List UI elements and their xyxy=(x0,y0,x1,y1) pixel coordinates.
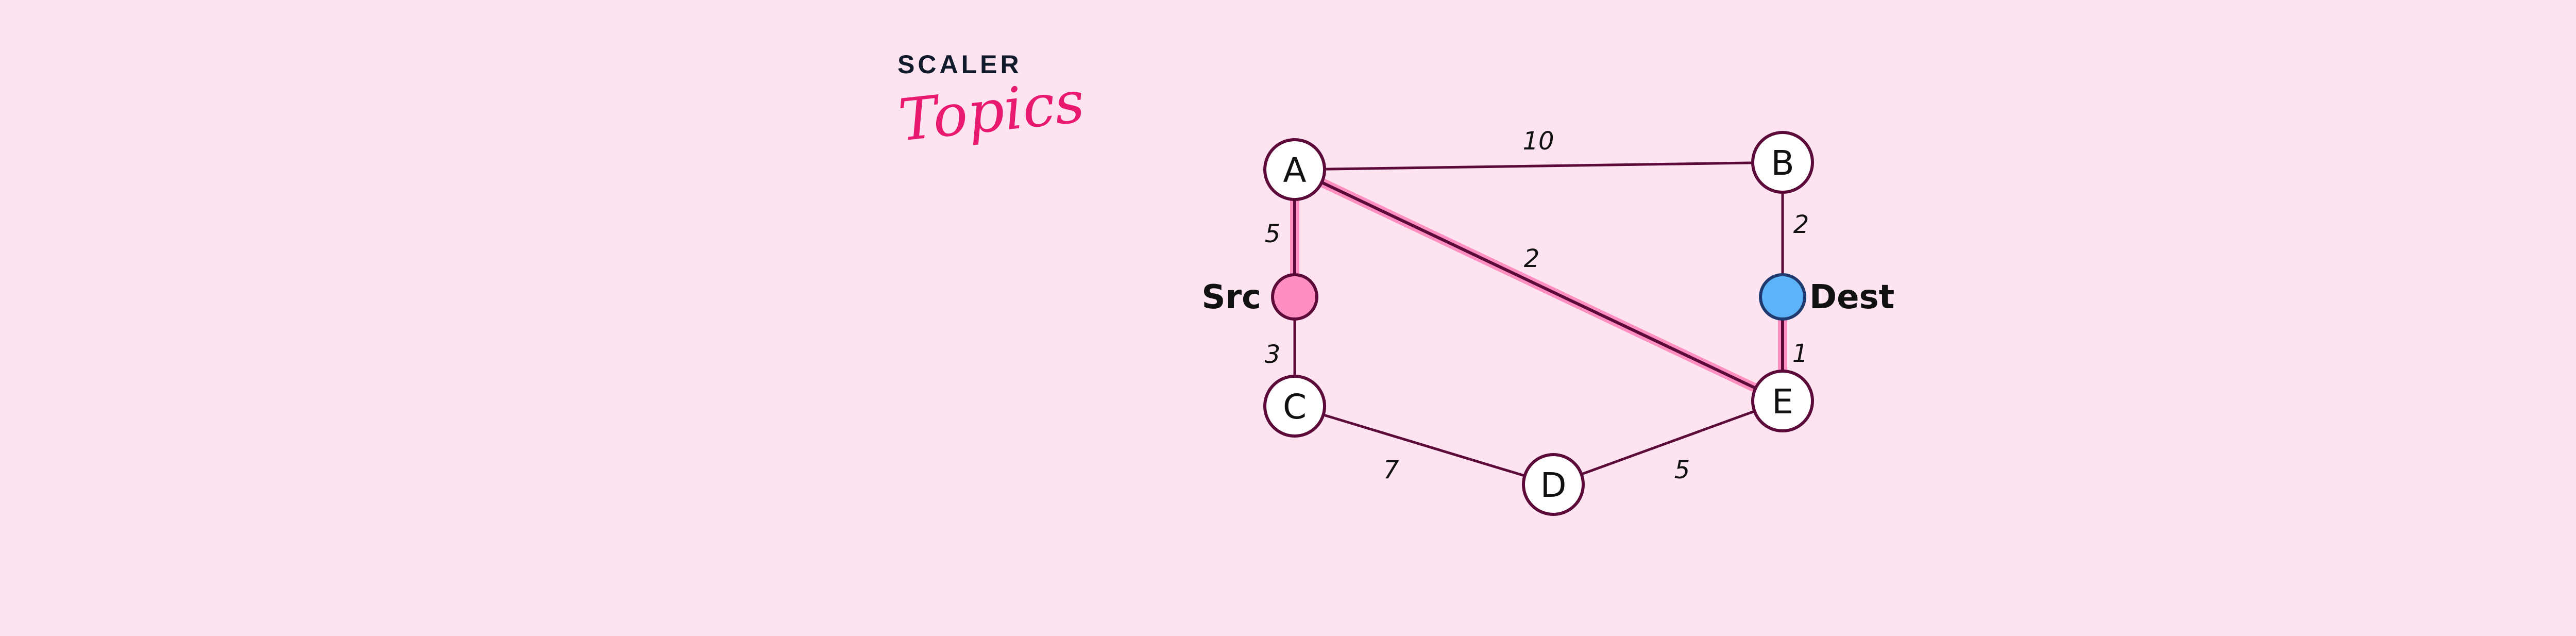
node-circle xyxy=(1263,375,1326,438)
edge-line xyxy=(1294,161,1783,171)
node-b: B xyxy=(1751,131,1814,194)
edge-line xyxy=(1294,405,1554,486)
node-label: D xyxy=(1540,465,1567,505)
node-label: A xyxy=(1283,150,1306,190)
edge-weight: 3 xyxy=(1265,340,1281,369)
node-e: E xyxy=(1751,370,1814,432)
node-c: C xyxy=(1263,375,1326,438)
edge-weight: 2 xyxy=(1793,210,1809,239)
node-a: A xyxy=(1263,138,1326,201)
node-label: B xyxy=(1771,143,1794,183)
node-label: C xyxy=(1283,387,1307,427)
edge-A-B: 10 xyxy=(1294,127,1783,171)
node-src: Src xyxy=(1201,273,1318,321)
node-circle xyxy=(1271,273,1318,321)
edge-line xyxy=(1294,168,1784,403)
node-d: D xyxy=(1522,453,1585,516)
node-circle xyxy=(1263,138,1326,201)
edge-weight: 7 xyxy=(1383,456,1399,484)
logo-topics-text: Topics xyxy=(895,69,1088,155)
edge-weight: 5 xyxy=(1265,220,1281,248)
logo-scaler-text: SCALER xyxy=(897,50,1022,79)
edge-weight: 2 xyxy=(1524,244,1540,273)
edge-weight: 1 xyxy=(1792,339,1808,368)
edge-line xyxy=(1553,399,1783,486)
edge-C-D: 7 xyxy=(1294,405,1554,486)
scaler-topics-logo: SCALER Topics xyxy=(895,50,1088,155)
node-circle xyxy=(1751,131,1814,194)
node-label: E xyxy=(1772,382,1793,422)
edge-A-E: 2 xyxy=(1293,165,1785,406)
edge-weight: 5 xyxy=(1674,456,1690,484)
node-label: Src xyxy=(1201,278,1261,316)
node-circle xyxy=(1522,453,1585,516)
node-circle xyxy=(1759,273,1806,321)
node-circle xyxy=(1751,370,1814,432)
node-label: Dest xyxy=(1809,278,1894,316)
edge-D-E: 5 xyxy=(1553,399,1783,486)
node-dest: Dest xyxy=(1759,273,1894,321)
edge-weight: 10 xyxy=(1522,127,1554,156)
